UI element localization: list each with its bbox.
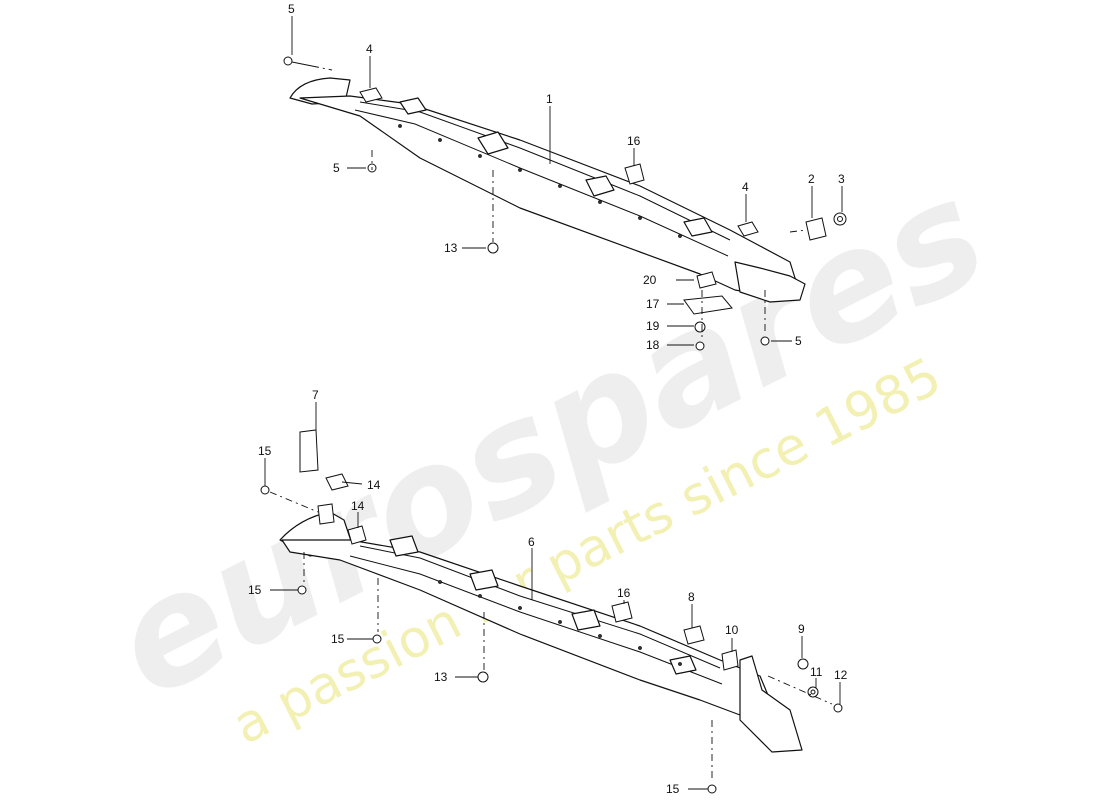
callout-18: 18 [646,338,660,352]
callout-20: 20 [643,273,657,287]
lower-leaders [264,402,841,790]
lower-hardware [260,429,843,794]
callout-14: 14 [367,478,381,492]
callout-12: 12 [834,668,848,682]
callout-3: 3 [838,172,845,186]
callout-5: 5 [795,334,802,348]
callout-15: 15 [666,782,680,796]
callout-15: 15 [331,632,345,646]
callout-7: 7 [312,388,319,402]
side-skirt-lower [279,511,803,753]
callout-6: 6 [528,535,535,549]
callout-10: 10 [725,623,739,637]
callout-14: 14 [351,499,365,513]
callout-16: 16 [627,134,641,148]
callout-15: 15 [248,583,262,597]
callout-8: 8 [688,590,695,604]
callout-4: 4 [366,42,373,56]
callout-13: 13 [444,241,458,255]
callout-9: 9 [798,622,805,636]
callout-labels: 1 2 3 4 4 5 5 5 13 16 20 17 19 18 7 15 1… [248,2,848,796]
callout-4: 4 [742,180,749,194]
callout-2: 2 [808,172,815,186]
upper-hardware [283,56,847,351]
callout-5: 5 [333,161,340,175]
callout-13: 13 [434,670,448,684]
callout-16: 16 [617,586,631,600]
callout-11: 11 [810,665,823,679]
callout-19: 19 [646,319,660,333]
watermark: eurospares a passion for parts since 198… [87,146,1011,756]
callout-17: 17 [646,297,660,311]
callout-5: 5 [288,2,295,16]
upper-leaders [291,16,843,346]
callout-15: 15 [258,444,272,458]
callout-1: 1 [546,92,553,106]
side-skirt-upper [289,77,806,303]
